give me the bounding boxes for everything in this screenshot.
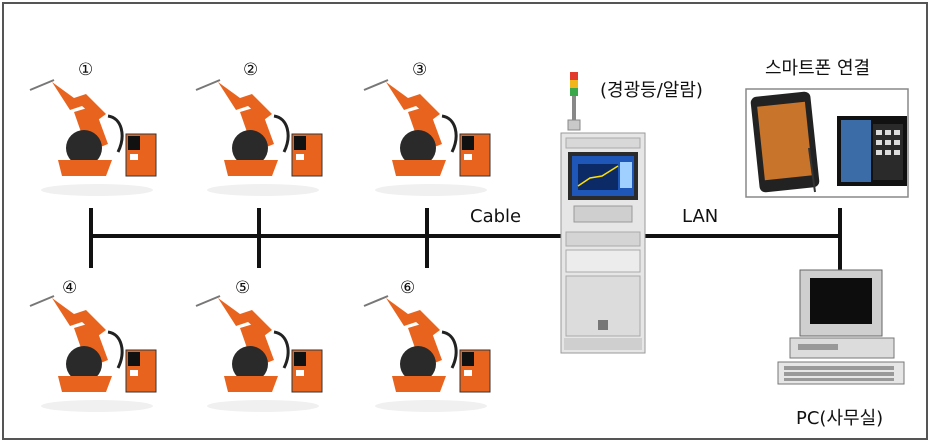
cable-bus-line — [91, 234, 561, 238]
cable-drop-2 — [257, 208, 261, 268]
pc-label: PC(사무실) — [796, 408, 884, 429]
warning-light-icon — [567, 72, 581, 131]
robot-4-label: ④ — [62, 278, 78, 298]
cable-label: Cable — [470, 206, 522, 227]
robot-2-label: ② — [243, 60, 259, 80]
welding-robot-1 — [22, 72, 172, 202]
smartphone-label: 스마트폰 연결 — [765, 58, 871, 79]
robot-6-label: ⑥ — [400, 278, 416, 298]
cable-drop-1 — [89, 208, 93, 268]
smartphone-image — [745, 88, 909, 198]
robot-5-label: ⑤ — [235, 278, 251, 298]
robot-1-label: ① — [78, 60, 94, 80]
warning-light-label: (경광등/알람) — [600, 80, 703, 101]
welding-robot-5 — [188, 288, 338, 418]
welding-robot-2 — [188, 72, 338, 202]
cable-drop-3 — [425, 208, 429, 268]
pc-computer-icon — [777, 269, 905, 385]
welding-robot-4 — [22, 288, 172, 418]
robot-3-label: ③ — [412, 60, 428, 80]
welding-robot-3 — [356, 72, 506, 202]
lan-drop — [838, 208, 842, 270]
welding-robot-6 — [356, 288, 506, 418]
lan-line — [640, 234, 842, 238]
monitoring-cabinet — [560, 132, 646, 354]
lan-label: LAN — [682, 206, 719, 227]
